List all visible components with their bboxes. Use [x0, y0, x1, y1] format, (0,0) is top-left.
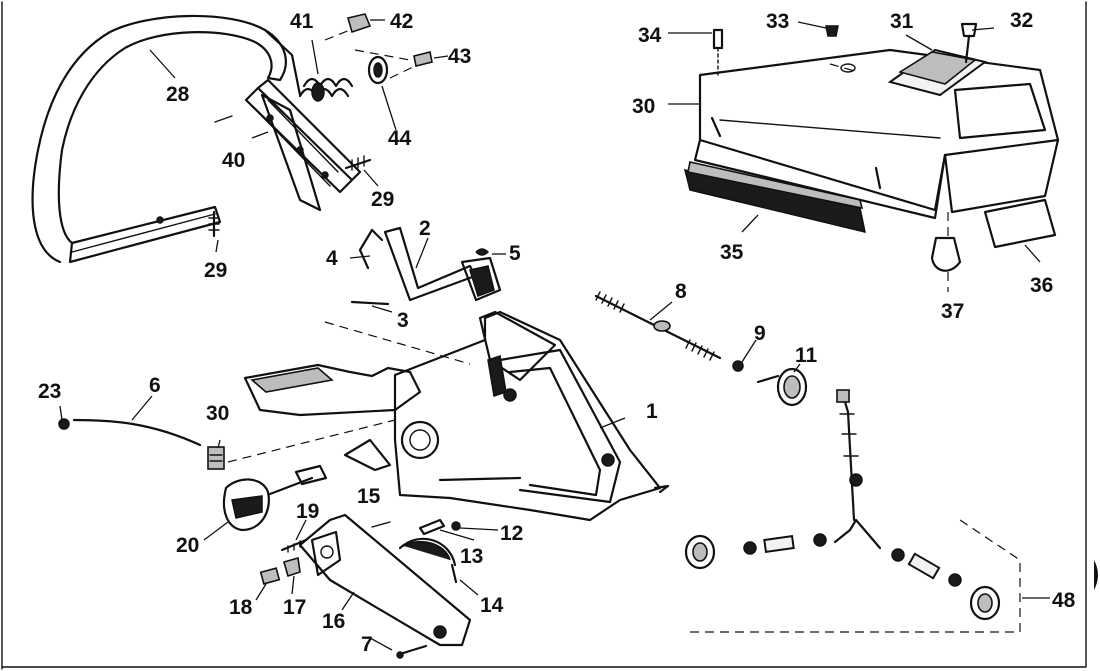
screw-43 [413, 51, 449, 67]
label-part-42: 42 [390, 10, 413, 33]
sprocket-cover-16 [298, 513, 472, 647]
front-handle-bar [31, 14, 302, 264]
label-part-1: 1 [646, 400, 658, 423]
label-part-44: 44 [388, 127, 412, 150]
label-part-16: 16 [322, 610, 345, 633]
label-part-35: 35 [720, 241, 744, 264]
nut-33 [825, 25, 839, 37]
label-part-33: 33 [766, 10, 789, 33]
label-part-17: 17 [283, 596, 306, 619]
label-part-23: 23 [38, 380, 61, 403]
label-part-43: 43 [448, 45, 471, 68]
label-part-29-lower: 29 [204, 259, 227, 282]
spring-41 [298, 77, 354, 102]
label-part-32: 32 [1010, 9, 1033, 32]
fuel-hose-6 [58, 418, 202, 447]
label-part-6: 6 [149, 374, 161, 397]
main-housing [243, 310, 670, 522]
label-part-31: 31 [890, 10, 914, 33]
label-part-15: 15 [357, 485, 381, 508]
pin-3 [324, 300, 471, 365]
label-part-5: 5 [509, 242, 521, 265]
label-part-12: 12 [500, 522, 523, 545]
decal-36 [983, 198, 1057, 249]
washer-9 [732, 360, 744, 372]
label-part-14: 14 [480, 594, 504, 617]
brake-lever-2 [383, 226, 502, 302]
pins-12-13 [418, 518, 461, 536]
label-part-28: 28 [166, 83, 190, 106]
assembly-dashes-top [324, 29, 416, 79]
label-part-7: 7 [361, 633, 373, 656]
label-part-11: 11 [795, 344, 818, 367]
screw-34 [712, 28, 724, 79]
plug-18 [259, 567, 281, 585]
label-part-41: 41 [290, 10, 314, 33]
label-part-37: 37 [941, 300, 964, 323]
plug-30 [207, 419, 396, 470]
handle-bracket [214, 78, 362, 212]
screw-29-lower [208, 210, 220, 238]
label-part-19: 19 [296, 500, 319, 523]
label-part-13: 13 [460, 545, 483, 568]
screw-29-upper [344, 155, 372, 171]
pin-5 [475, 248, 506, 256]
spring-clip-4 [358, 228, 384, 270]
part-labels: 1 2 3 4 5 6 7 8 9 11 12 13 14 15 16 17 1… [38, 9, 1076, 656]
knob-11 [756, 367, 808, 407]
label-part-30-cover: 30 [632, 95, 655, 118]
top-cover [683, 48, 1060, 234]
label-part-3: 3 [397, 309, 409, 332]
label-part-36: 36 [1030, 274, 1053, 297]
bushing-42 [347, 13, 385, 34]
label-part-48: 48 [1052, 589, 1076, 612]
label-part-2: 2 [419, 217, 431, 240]
label-part-18: 18 [229, 596, 253, 619]
fuel-cap-20 [222, 464, 328, 532]
label-part-40: 40 [222, 149, 245, 172]
label-part-20: 20 [176, 534, 199, 557]
grommet-44 [367, 55, 389, 85]
screw-32 [960, 22, 978, 64]
brake-band-14 [398, 537, 458, 584]
clip-37 [930, 212, 962, 292]
label-part-4: 4 [326, 247, 338, 270]
fuel-line-assembly-48 [684, 389, 1021, 633]
label-part-8: 8 [675, 280, 687, 303]
spring-17 [283, 556, 301, 578]
label-part-34: 34 [638, 24, 662, 47]
bolt-7 [396, 644, 428, 659]
leader-lines [59, 21, 1050, 651]
label-part-29-upper: 29 [371, 188, 394, 211]
label-part-9: 9 [754, 322, 766, 345]
label-part-30-left: 30 [206, 402, 229, 425]
throttle-rod-8 [594, 291, 722, 361]
